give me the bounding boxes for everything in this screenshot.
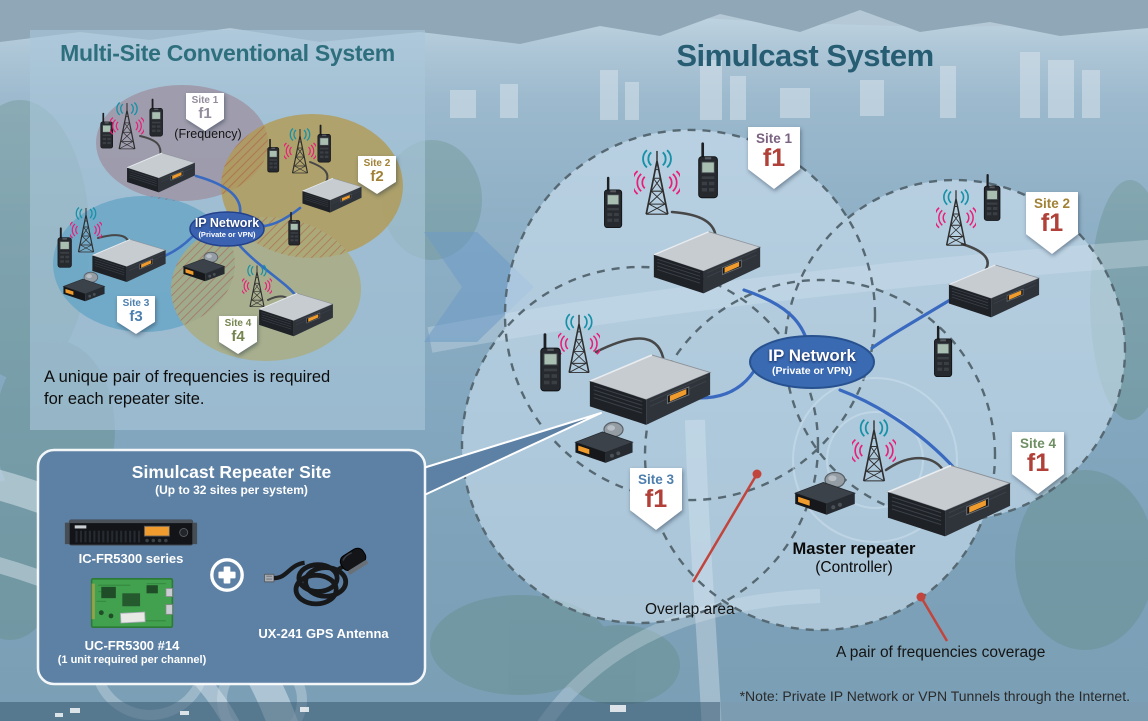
site-name: Site 4 — [224, 318, 252, 329]
plus-icon — [210, 558, 244, 592]
bottom-road-strip — [0, 702, 720, 721]
site-frequency: f1 — [1040, 209, 1064, 237]
site-name: Site 2 — [363, 158, 391, 169]
right-network-links — [698, 288, 958, 472]
site-frequency: f1 — [644, 485, 668, 513]
site-name: Site 3 — [637, 472, 675, 487]
site-name: Site 1 — [755, 131, 793, 146]
ip-network-ellipse-left — [189, 211, 265, 247]
coverage-annotation-line — [916, 592, 949, 642]
site-name: Site 3 — [122, 298, 150, 309]
site-frequency: f1 — [762, 144, 786, 172]
master-ripples — [792, 377, 958, 543]
site-frequency: f3 — [129, 308, 143, 325]
site-frequency: f1 — [198, 105, 212, 122]
transition-arrow — [424, 232, 534, 342]
ic-fr5300-repeater-icon — [64, 518, 198, 547]
cars — [55, 705, 626, 717]
uc-fr5300-board-icon — [90, 577, 174, 629]
site-name: Site 4 — [1019, 436, 1057, 451]
site-name: Site 2 — [1033, 196, 1071, 211]
handheld-radio-icon — [983, 173, 1001, 221]
site-frequency: f4 — [231, 328, 245, 345]
site-frequency: f2 — [370, 168, 384, 185]
bottom-road-strip-right — [720, 702, 1148, 721]
ip-network-ellipse-right — [749, 335, 875, 389]
site-frequency: f1 — [1026, 449, 1050, 477]
city-buildings — [450, 52, 1100, 120]
overlap-annotation-line — [691, 469, 762, 583]
site-name: Site 1 — [191, 95, 219, 106]
